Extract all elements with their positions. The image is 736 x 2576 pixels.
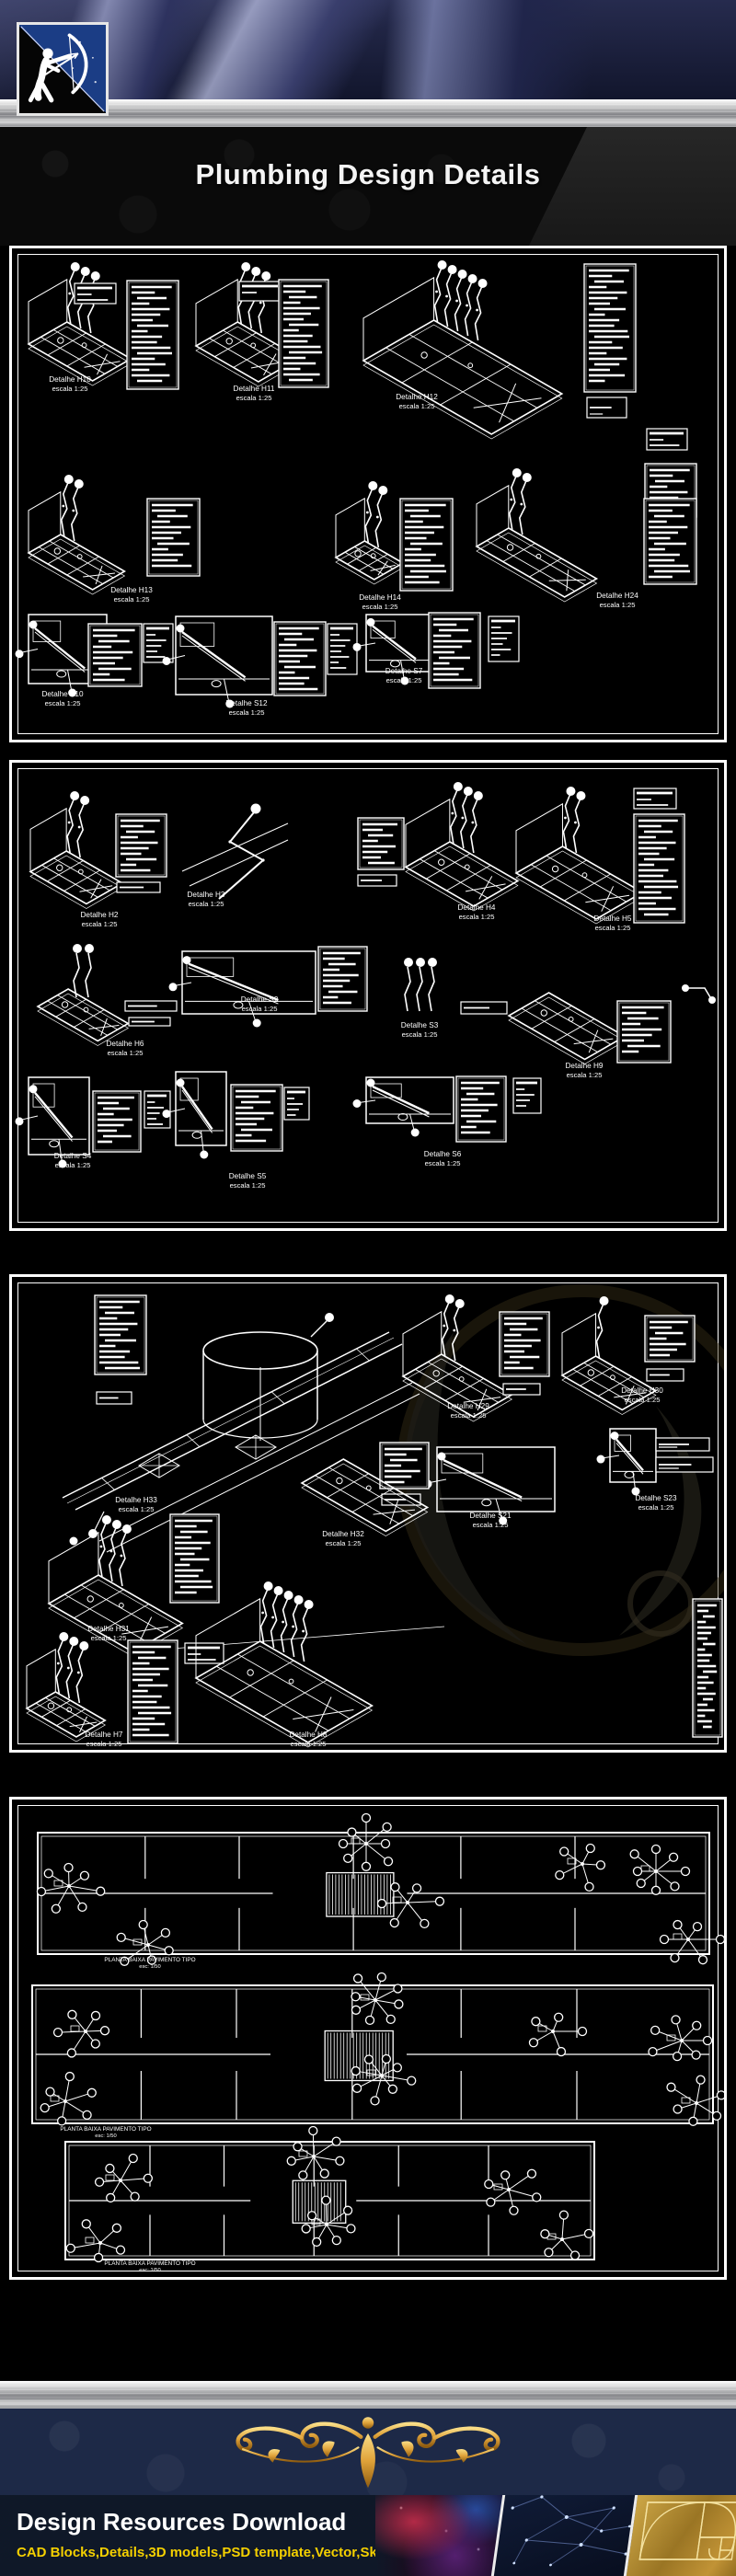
detail-scale: escala 1:25 [473,1521,509,1529]
plexus-network-photo [489,2495,647,2576]
detail-scale: escala 1:25 [459,913,495,921]
detail-scale: escala 1:25 [236,394,272,402]
detail-caption: Detalhe S5 [229,1172,267,1180]
title-band [0,127,736,246]
detail-scale: escala 1:25 [451,1411,487,1420]
detail-scale: escala 1:25 [638,1503,674,1512]
detail-caption: Detalhe H13 [110,586,153,594]
detail-caption: Detalhe S4 [54,1152,92,1160]
detail-scale: escala 1:25 [55,1161,91,1169]
detail-scale: escala 1:25 [82,920,118,928]
detail-scale: escala 1:25 [625,1396,661,1404]
detail-scale: escala 1:25 [402,1030,438,1039]
detail-scale: escala 1:25 [242,1005,278,1013]
detail-caption: Detalhe S6 [424,1150,462,1158]
detail-scale: escala 1:25 [119,1505,155,1513]
detail-caption: Detalhe H30 [621,1386,663,1395]
detail-caption: PLANTA BAIXA PAVIMENTO TIPO [104,2260,195,2267]
detail-scale: escala 1:25 [595,924,631,932]
detail-caption: Detalhe S10 [41,690,84,698]
detail-scale: escala 1:25 [567,1071,603,1079]
detail-scale: escala 1:25 [114,595,150,604]
detail-scale: escala 1:25 [91,1634,127,1642]
detail-scale: escala 1:25 [326,1539,362,1547]
detail-caption: Detalhe H3 [188,891,225,899]
detail-scale: esc: 1/50 [139,2268,161,2273]
panel-inner-frame [17,254,719,734]
footer-photo-collage [375,2495,736,2576]
detail-scale: escala 1:25 [425,1159,461,1167]
detail-caption: Detalhe H14 [359,593,401,602]
detail-scale: escala 1:25 [52,385,88,393]
detail-caption: Detalhe H6 [107,1040,144,1048]
detail-scale: escala 1:25 [600,601,636,609]
gold-flourish-icon [212,2417,500,2489]
silver-divider-bottom [0,2381,736,2409]
detail-caption: Detalhe H2 [81,911,119,919]
detail-caption: Detalhe H7 [86,1731,123,1739]
archer-logo [17,22,109,116]
detail-caption: Detalhe H24 [596,592,638,600]
detail-caption: Detalhe H9 [566,1062,604,1070]
panel-inner-frame [17,1805,719,2271]
detail-caption: Detalhe H10 [49,375,91,384]
detail-caption: Detalhe S2 [241,995,279,1004]
detail-scale: escala 1:25 [229,708,265,717]
detail-caption: Detalhe S21 [469,1512,512,1520]
footer: Design Resources Download CAD Blocks,Det… [0,2495,736,2576]
detail-scale: escala 1:25 [291,1740,327,1748]
detail-caption: Detalhe H11 [234,385,275,393]
detail-scale: escala 1:25 [362,603,398,611]
detail-caption: PLANTA BAIXA PAVIMENTO TIPO [60,2126,151,2133]
detail-scale: escala 1:25 [108,1049,144,1057]
detail-caption: Detalhe H33 [115,1496,157,1504]
golden-ratio-spiral-photo [622,2495,736,2576]
detail-scale: escala 1:25 [86,1740,122,1748]
panel-inner-frame [17,768,719,1223]
detail-caption: Detalhe S23 [635,1494,677,1502]
detail-caption: PLANTA BAIXA PAVIMENTO TIPO [104,1957,195,1963]
footer-subtitle: CAD Blocks,Details,3D models,PSD templat… [17,2545,422,2560]
detail-caption: Detalhe H29 [447,1402,489,1410]
detail-caption: Detalhe S7 [385,667,423,675]
detail-caption: Detalhe H5 [594,914,632,923]
panel-inner-frame [17,1282,719,1744]
detail-scale: escala 1:25 [45,699,81,707]
nebula-photo [375,2495,504,2576]
ornament-band [0,2409,736,2495]
detail-caption: Detalhe H8 [290,1731,328,1739]
footer-title: Design Resources Download [17,2508,347,2536]
detail-scale: esc: 1/50 [95,2133,117,2139]
detail-scale: escala 1:25 [189,900,224,908]
detail-caption: Detalhe S12 [225,699,268,707]
silver-divider-top [0,99,736,127]
detail-caption: Detalhe S3 [401,1021,439,1029]
archer-logo-icon [20,26,105,112]
detail-caption: Detalhe H31 [87,1625,130,1633]
damask-pattern [0,127,515,246]
detail-caption: Detalhe H32 [322,1530,364,1538]
detail-scale: escala 1:25 [230,1181,266,1190]
detail-scale: esc: 1/50 [139,1964,161,1970]
detail-scale: escala 1:25 [399,402,435,410]
detail-scale: escala 1:25 [386,676,422,684]
detail-caption: Detalhe H12 [396,393,438,401]
page-title: Plumbing Design Details [195,158,541,190]
detail-caption: Detalhe H4 [458,903,496,912]
